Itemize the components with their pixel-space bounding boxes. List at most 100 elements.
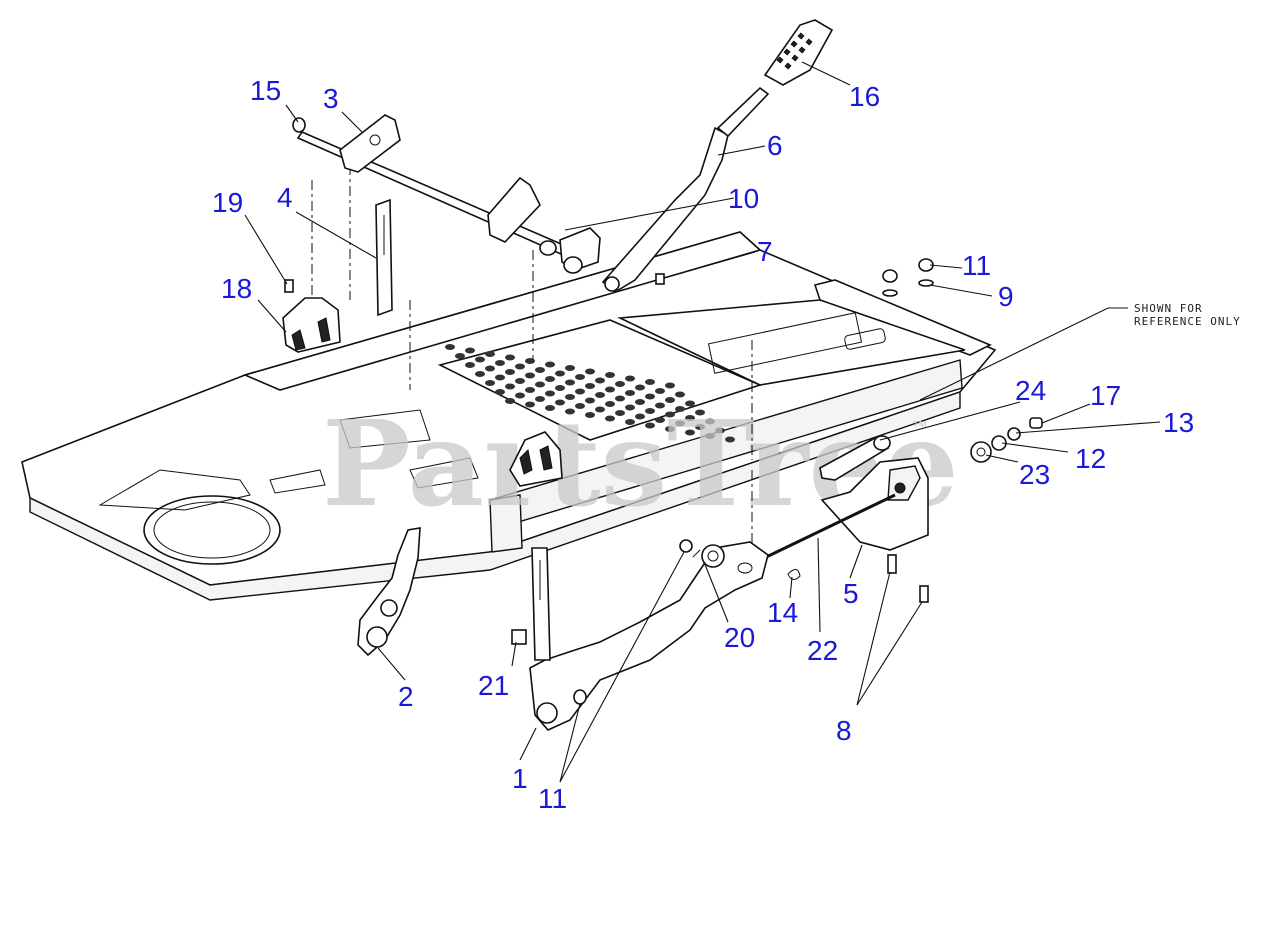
perforation-hole [505,354,515,361]
left-lift-arm [357,527,421,657]
callout-20: 20 [724,622,755,653]
perforation-hole [465,362,475,368]
perforation-hole [545,405,555,411]
perforation-hole [525,401,535,408]
footplate-perforations [445,344,735,443]
callout-7: 7 [757,236,773,267]
perforation-hole [665,382,675,389]
perforation-hole [495,389,505,395]
callout-9: 9 [998,281,1014,312]
perforation-hole [655,417,665,423]
perforation-hole [515,392,525,399]
perforation-hole [505,398,515,404]
lift-handle [601,19,834,293]
perforation-hole [695,409,705,416]
perforation-hole [555,385,565,391]
perforation-hole [685,415,695,421]
perforation-hole [645,422,655,429]
callout-5: 5 [843,578,859,609]
perforation-hole [475,356,485,363]
perforation-hole [535,396,545,402]
perforation-hole [465,347,475,354]
watermark-trademark: ™ [912,419,928,436]
callouts: 15 3 16 6 19 4 10 7 11 18 9 24 17 13 12 … [212,75,1194,814]
perforation-hole [635,413,645,420]
callout-3: 3 [323,83,339,114]
lower-right-bracket [759,457,929,603]
perforation-hole [555,399,565,406]
perforation-hole [655,388,665,394]
perforation-hole [665,397,675,403]
perforation-hole [625,375,635,382]
perforation-hole [565,365,575,371]
perforation-hole [455,353,465,359]
perforation-hole [685,400,695,407]
perforation-hole [655,402,665,409]
perforation-hole [605,401,615,407]
perforation-hole [545,376,555,382]
perforation-hole [715,427,725,434]
perforation-hole [635,399,645,405]
perforation-hole [575,388,585,395]
callout-12: 12 [1075,443,1106,474]
perforation-hole [535,381,545,388]
perforation-hole [665,426,675,432]
perforation-hole [525,387,535,393]
callout-10: 10 [728,183,759,214]
perforation-hole [565,408,575,415]
perforation-hole [665,411,675,418]
perforation-hole [585,368,595,375]
callout-22: 22 [807,635,838,666]
perforation-hole [675,391,685,398]
callout-4: 4 [277,182,293,213]
perforation-hole [625,419,635,425]
callout-17: 17 [1090,380,1121,411]
perforation-hole [505,369,515,375]
lift-arm [511,539,769,731]
callout-8: 8 [836,715,852,746]
perforation-hole [595,392,605,398]
perforation-hole [615,381,625,387]
callout-23: 23 [1019,459,1050,490]
callout-16: 16 [849,81,880,112]
perforation-hole [575,403,585,409]
grip-texture [776,32,813,70]
callout-21: 21 [478,670,509,701]
perforation-hole [445,344,455,350]
perforation-hole [585,412,595,418]
perforation-hole [535,367,545,373]
perforation-hole [585,383,595,389]
perforation-hole [675,420,685,427]
callout-14: 14 [767,597,798,628]
callout-13: 13 [1163,407,1194,438]
callout-1: 1 [512,763,528,794]
perforation-hole [585,397,595,404]
upper-shaft-assembly [282,114,753,561]
perforation-hole [595,406,605,413]
callout-19: 19 [212,187,243,218]
callout-11-bottom: 11 [538,783,567,814]
perforation-hole [645,393,655,400]
perforation-hole [495,360,505,366]
callout-6: 6 [767,130,783,161]
perforation-hole [685,429,695,436]
perforation-hole [695,424,705,430]
callout-15: 15 [250,75,281,106]
perforation-hole [545,361,555,368]
perforation-hole [675,406,685,412]
perforation-hole [515,363,525,370]
perforation-hole [625,404,635,411]
reference-note-line2: REFERENCE ONLY [1134,315,1241,328]
perforation-hole [615,410,625,416]
perforation-hole [495,374,505,381]
perforation-hole [565,394,575,400]
perforation-hole [725,436,735,443]
perforation-hole [525,372,535,379]
perforation-hole [485,351,495,357]
perforation-hole [575,374,585,380]
perforation-hole [625,390,635,396]
perforation-hole [605,386,615,393]
leader-lines [244,61,1161,783]
perforation-hole [505,383,515,390]
